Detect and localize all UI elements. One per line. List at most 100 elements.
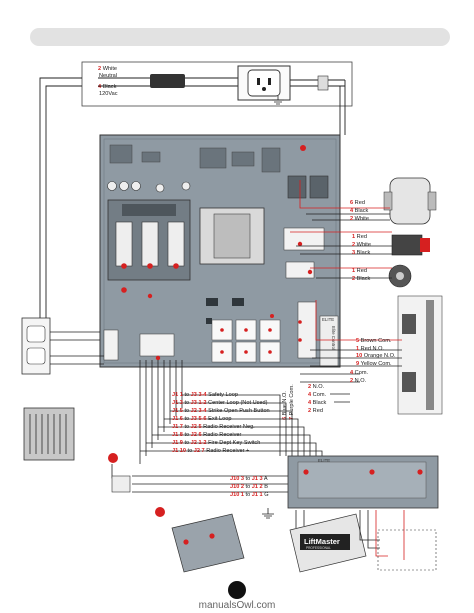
board-vertical-text: Elite Control — [331, 326, 336, 350]
power-wires — [39, 77, 346, 330]
wire-number: 2 — [308, 408, 313, 414]
wire-number: 2 — [352, 242, 357, 248]
connection-label: J1 1 to J3 3-4 Safety Loop — [172, 392, 238, 398]
to-pin: J3 3-4 — [191, 392, 208, 398]
wire-number: 1 — [352, 268, 357, 274]
to-pin: J2 3-4 — [191, 408, 208, 414]
svg-text:4 Black: 4 Black — [98, 84, 117, 90]
relay-block — [287, 175, 329, 199]
connection-text: Fire Dept Key Switch — [207, 440, 261, 446]
transformer-core — [213, 213, 251, 259]
from-pin: J1 5 — [172, 408, 183, 414]
right-label: 2 N.O. — [308, 384, 325, 390]
connector-word: to — [244, 492, 252, 498]
from-pin: J1 10 — [172, 448, 186, 454]
connection-text: B — [263, 484, 269, 490]
outlet-plate — [247, 69, 281, 97]
wire-text: Com. — [355, 370, 369, 376]
wire-text: Brown Com. — [361, 338, 392, 344]
right-wires — [290, 180, 402, 341]
wire-text: Yellow Com. — [361, 361, 392, 367]
wire-number: 4 — [308, 400, 313, 406]
expansion-module: ELITE — [287, 455, 439, 509]
round-sensor — [388, 264, 412, 288]
liftmaster-receiver: LiftMaster PROFESSIONAL — [289, 513, 367, 573]
switch-device — [391, 234, 430, 256]
dashed-box — [377, 529, 437, 571]
wire-number: 4 — [308, 392, 313, 398]
right-label: 9 Yellow Com. — [356, 361, 392, 367]
board-badge: ELITE — [322, 317, 334, 322]
right-label: 6 Red — [350, 200, 365, 206]
connector-word: to — [183, 392, 191, 398]
wire-text: Orange N.O. — [364, 353, 396, 359]
connection-label: J1 6 to J3 5-6 Exit Loop — [172, 416, 231, 422]
connector-word: to — [183, 432, 191, 438]
wire-number: 1 — [356, 346, 361, 352]
wire-number: 6 — [282, 415, 288, 420]
right-label: 2 White — [352, 242, 371, 248]
right-label: 5 Brown Com. — [356, 338, 392, 344]
board-terminal-blocks — [103, 227, 325, 361]
connector-word: to — [183, 440, 191, 446]
from-pin: J10 2 — [230, 484, 244, 490]
connection-text: Radio Receiver + — [205, 448, 250, 454]
connection-text: Center Loop (Not Used) — [207, 400, 268, 406]
connector-word: to — [183, 400, 191, 406]
wire-text: Red N.O. — [361, 346, 385, 352]
lower-connection-label: J10 1 to J1 1 G — [230, 492, 269, 498]
wire-number: 4 — [350, 208, 355, 214]
right-label: 4 Black — [350, 208, 369, 214]
receiver-wires-red — [375, 510, 405, 560]
heat-sink-top — [122, 204, 176, 216]
to-pin: J1 1 — [252, 492, 263, 498]
wire-number: 2 — [350, 216, 355, 222]
board-red-indicators — [121, 241, 313, 361]
connection-text: Strike Open Push Button — [207, 408, 270, 414]
vertical-labels: 6 Blue N.O.7 Purple Com. — [282, 384, 295, 420]
connector-word: to — [244, 484, 252, 490]
right-wires-dark — [296, 213, 402, 403]
svg-text:Neutral: Neutral — [99, 73, 117, 79]
wire-text: Red — [355, 200, 365, 206]
wire-text: N.O. — [355, 378, 367, 384]
inline-fuse — [150, 74, 185, 88]
wire-text: Black — [313, 400, 327, 406]
from-pin: J1 8 — [172, 432, 183, 438]
motor-device — [383, 177, 437, 225]
wire-number: 10 — [356, 353, 364, 359]
to-pin: J2 1-2 — [191, 440, 207, 446]
remote-board — [155, 507, 245, 573]
outlet-icon — [257, 78, 271, 91]
from-pin: J1 6 — [172, 416, 183, 422]
vertical-label: 6 Blue N.O. — [282, 391, 288, 420]
wire-nut — [317, 75, 329, 91]
board-inner-frame — [103, 138, 337, 364]
power-labels: 2 White Neutral 4 Black 120Vac — [98, 66, 118, 97]
wire-text: Com. — [313, 392, 327, 398]
small-connector — [108, 453, 131, 493]
right-label: 1 Red — [352, 234, 367, 240]
wire-text: Black — [355, 208, 369, 214]
wire-text: Black — [357, 250, 371, 256]
wire-number: 2 — [308, 384, 313, 390]
wire-text: White — [355, 216, 369, 222]
connection-text: Safety Loop — [207, 392, 238, 398]
wire-text: White — [357, 242, 371, 248]
svg-text:120Vac: 120Vac — [99, 91, 118, 97]
to-pin: J3 1-2 — [191, 400, 207, 406]
connection-leaders — [140, 394, 323, 456]
right-label: 2 Black — [352, 276, 371, 282]
connection-label: J1 9 to J2 1-2 Fire Dept Key Switch — [172, 440, 260, 446]
to-pin: J2 5 — [191, 424, 202, 430]
from-pin: J1 9 — [172, 440, 183, 446]
to-pin: J3 5-6 — [191, 416, 207, 422]
wire-text: Red — [357, 234, 367, 240]
right-label: 4 Com. — [350, 370, 368, 376]
power-box — [81, 61, 353, 107]
svg-text:2 White: 2 White — [98, 66, 117, 72]
connector-word: to — [183, 416, 191, 422]
board-chips — [109, 144, 281, 173]
